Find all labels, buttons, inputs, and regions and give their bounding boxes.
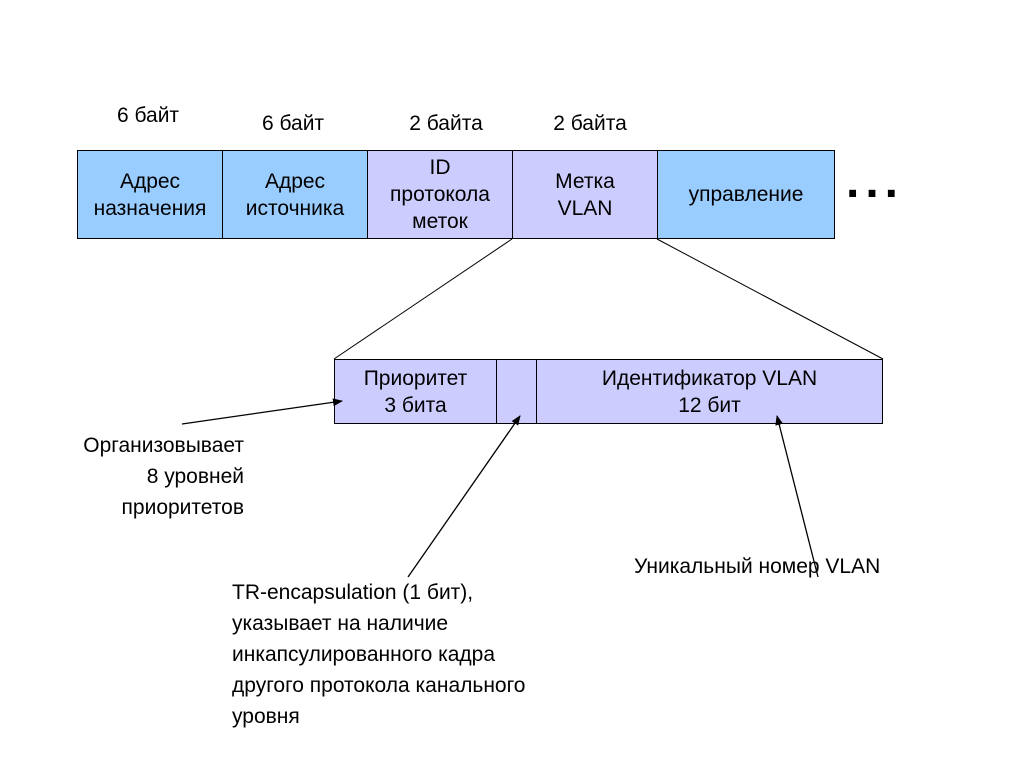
ellipsis: ... [846, 155, 905, 208]
field-destination-address: Адрес назначения [77, 150, 223, 239]
size-label-vlan-tag: 2 байта [553, 112, 627, 135]
field-control: управление [657, 150, 835, 239]
field-source-address: Адрес источника [222, 150, 368, 239]
arrow-tr-encapsulation [407, 415, 521, 578]
field-tag-protocol-id: ID протокола меток [367, 150, 513, 239]
arrow-priority [181, 398, 343, 425]
tag-tr-encapsulation-field [496, 359, 537, 424]
note-priority: Организовывает 8 уровней приоритетов [83, 434, 244, 519]
field-destination-address-label: Адрес назначения [93, 169, 207, 220]
tag-priority-field: Приоритет 3 бита [334, 359, 497, 424]
field-tag-protocol-id-label: ID протокола меток [390, 156, 490, 233]
tag-priority-label: Приоритет 3 бита [363, 366, 468, 417]
expand-line-left [333, 238, 513, 360]
size-label-source: 6 байт [261, 112, 325, 135]
field-vlan-tag-label: Метка VLAN [555, 169, 615, 220]
size-label-tpid: 2 байта [409, 112, 483, 135]
arrow-vlan-id [775, 415, 819, 578]
note-vlan-id: Уникальный номер VLAN [634, 555, 881, 578]
tag-vlan-id-label: Идентификатор VLAN 12 бит [601, 366, 818, 417]
field-control-label: управление [688, 183, 804, 206]
size-label-destination: 6 байт [116, 104, 180, 127]
expand-line-right [656, 238, 884, 360]
note-tr-encapsulation: TR-encapsulation (1 бит), указывает на н… [232, 581, 526, 728]
field-source-address-label: Адрес источника [245, 169, 345, 220]
field-vlan-tag: Метка VLAN [512, 150, 658, 239]
tag-vlan-id-field: Идентификатор VLAN 12 бит [536, 359, 883, 424]
